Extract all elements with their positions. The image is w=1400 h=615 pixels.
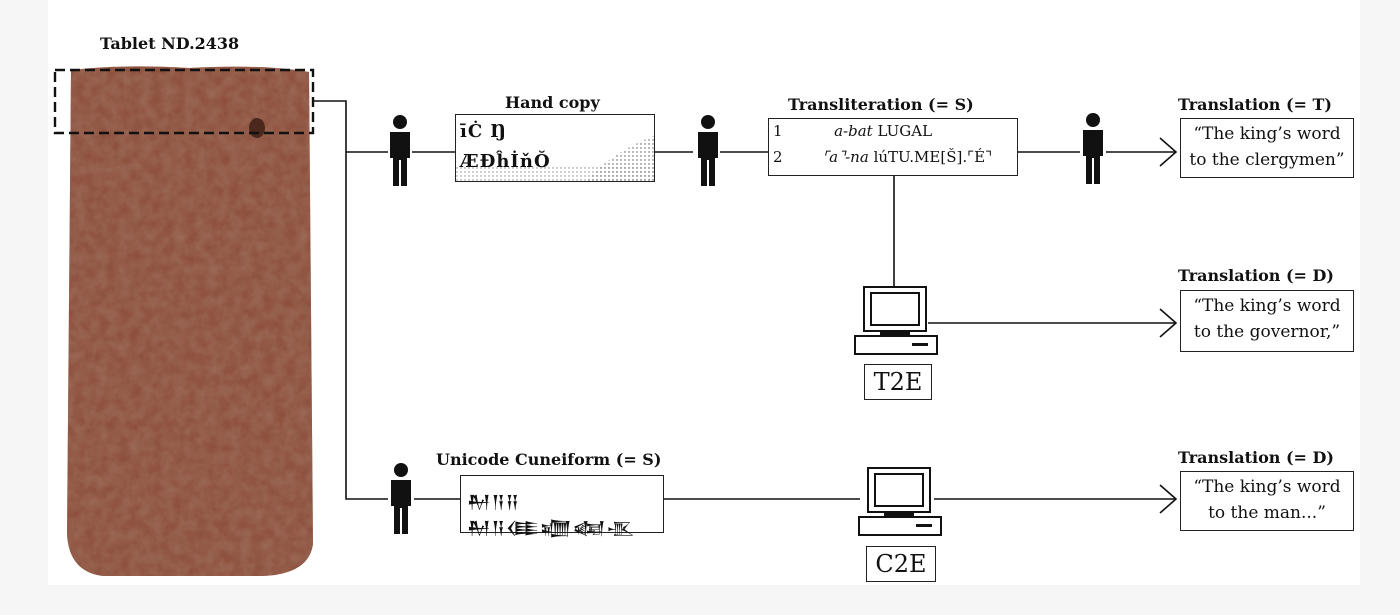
translation-line: to the governor,” [1193,322,1341,342]
translation-line: to the clergymen” [1189,150,1345,170]
line-number: 1 [773,122,783,140]
unicode-cuneiform-glyphs-1: 𒈹𒀀𒍝 [467,492,520,513]
computer-icon [854,286,938,355]
line-number: 2 [773,148,783,166]
transliteration-box: 1 a-bat LUGAL 2 ⌜a⌝-na lúTU.ME[Š].⌜É⌝ [768,118,1018,176]
c2e-model-label: C2E [866,546,936,582]
translation-box-bottom: “The king’s word to the man...” [1180,471,1354,531]
translation-line: to the man...” [1208,503,1326,523]
person-icon [391,463,411,534]
hand-copy-box: īĊ Ŋ ÆĐĥİňŎ [455,114,655,182]
translation-label-bottom: Translation (= D) [1178,448,1334,467]
hand-copy-label: Hand copy [505,93,600,112]
transliteration-italic: ⌜a⌝-na [822,148,869,166]
hand-copy-stipple [456,135,654,181]
transliteration-label: Transliteration (= S) [788,95,974,114]
translation-label-top: Translation (= T) [1178,95,1332,114]
person-icon [1083,113,1103,184]
translation-line: “The king’s word [1193,477,1341,497]
person-icon [698,115,718,186]
tablet-label: Tablet ND.2438 [100,34,240,53]
transliteration-line-1: 1 a-bat LUGAL [773,122,932,140]
transliteration-italic: a-bat [834,122,873,140]
t2e-model-label: T2E [864,364,932,400]
tablet-selection-box [53,68,315,135]
person-icon [390,115,410,186]
translation-line: “The king’s word [1193,296,1341,316]
translation-line: “The king’s word [1193,124,1341,144]
arrow-head-icon [1159,308,1178,338]
translation-label-mid: Translation (= D) [1178,266,1334,285]
unicode-cuneiform-label: Unicode Cuneiform (= S) [436,450,662,469]
arrow-head-icon [1159,137,1178,167]
transliteration-rest: LUGAL [872,122,933,140]
arrow-head-icon [1159,484,1178,514]
translation-box-top: “The king’s word to the clergymen” [1180,118,1354,178]
transliteration-line-2: 2 ⌜a⌝-na lúTU.ME[Š].⌜É⌝ [773,148,992,166]
transliteration-rest: lúTU.ME[Š].⌜É⌝ [868,148,993,166]
hand-copy-glyphs-2: ÆĐĥİňŎ [460,151,551,172]
unicode-cuneiform-box: 𒈹𒀀𒍝 𒈹𒀀𒈪𒁾𒆂𒍚 [460,475,664,539]
unicode-cuneiform-glyphs-2: 𒈹𒀀𒈪𒁾𒆂𒍚 [467,518,636,539]
cuneiform-tablet-photo [67,66,313,577]
hand-copy-glyphs-1: īĊ Ŋ [460,121,508,142]
translation-box-mid: “The king’s word to the governor,” [1180,290,1354,352]
computer-icon [858,467,942,536]
